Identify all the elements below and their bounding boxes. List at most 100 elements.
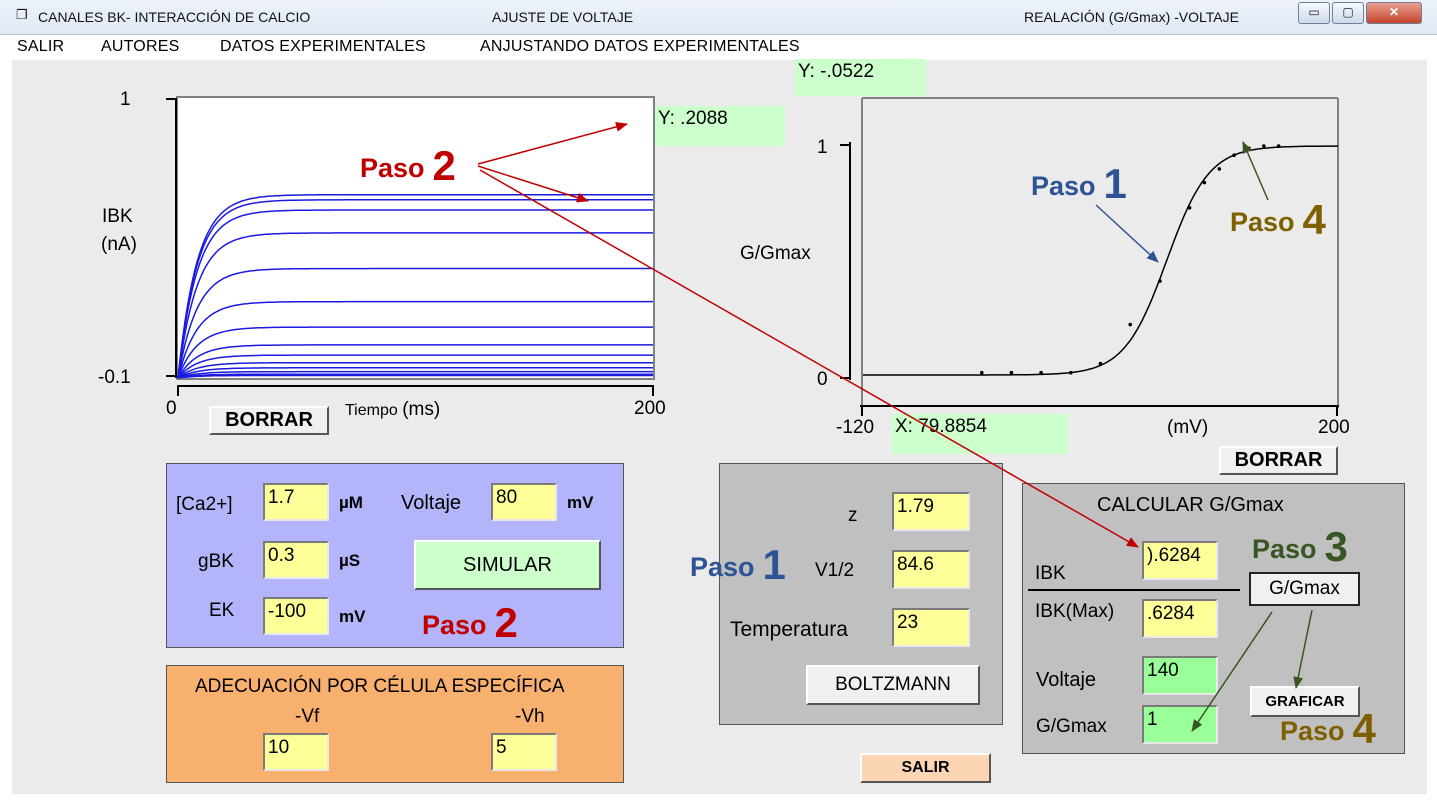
current-plot-frame <box>176 96 655 380</box>
paso2-top-num: 2 <box>432 142 456 189</box>
menu-ajustando-datos[interactable]: ANJUSTANDO DATOS EXPERIMENTALES <box>480 38 800 55</box>
gbk-input[interactable]: 0.3 <box>263 541 329 579</box>
z-input[interactable]: 1.79 <box>892 492 970 531</box>
gbk-unit: µS <box>339 551 361 570</box>
data-point-8 <box>1202 180 1207 185</box>
current-ylabel-unit: (nA) <box>101 234 137 255</box>
data-point-11 <box>1247 146 1251 151</box>
gv-plot <box>861 97 1339 408</box>
exit-button[interactable]: SALIR <box>860 753 991 783</box>
current-plot <box>176 96 655 380</box>
calc-voltage-label: Voltaje <box>1036 669 1097 691</box>
paso1-plot-word: Paso <box>1031 171 1096 201</box>
v-half-input[interactable]: 84.6 <box>892 550 970 589</box>
current-y-axis <box>166 98 177 378</box>
gv-xmax-label: 200 <box>1318 417 1350 438</box>
boltzmann-button[interactable]: BOLTZMANN <box>806 665 980 705</box>
data-point-10 <box>1232 153 1236 157</box>
calcium-label: [Ca2+] <box>176 494 233 515</box>
vf-input[interactable]: 10 <box>263 733 329 771</box>
ibk-label: IBK <box>1035 563 1066 584</box>
paso2-box-word: Paso <box>422 610 487 640</box>
cell-adjustment-title: ADECUACIÓN POR CÉLULA ESPECÍFICA <box>195 676 565 697</box>
calc-voltage-input[interactable]: 140 <box>1142 656 1218 695</box>
current-x-axis <box>177 385 654 396</box>
data-point-3 <box>1069 370 1073 375</box>
paso1-plot-num: 1 <box>1103 160 1127 207</box>
fraction-line <box>1028 589 1240 591</box>
vh-label: -Vh <box>515 706 545 727</box>
window-titlebar: ❐ CANALES BK- INTERACCIÓN DE CALCIO AJUS… <box>0 0 1437 35</box>
calcium-input[interactable]: 1.7 <box>263 483 329 521</box>
data-point-0 <box>980 370 984 375</box>
menu-autores[interactable]: AUTORES <box>101 38 180 55</box>
menu-salir[interactable]: SALIR <box>17 38 65 55</box>
ggmax-button[interactable]: G/Gmax <box>1249 572 1360 606</box>
ibk-max-input[interactable]: .6284 <box>1142 599 1218 638</box>
ibk-input[interactable]: ).6284 <box>1142 541 1218 580</box>
current-ymin-label: -0.1 <box>98 367 131 388</box>
v-half-label: V1/2 <box>815 560 855 581</box>
gv-cursor-x-readout: X: 79.8854 <box>892 414 1068 454</box>
data-point-6 <box>1158 279 1162 283</box>
window-subtitle-right: REALACIÓN (G/Gmax) -VOLTAJE <box>1024 9 1239 25</box>
calc-ggmax-input[interactable]: 1 <box>1142 705 1218 744</box>
maximize-button[interactable]: ▢ <box>1332 2 1364 24</box>
z-label: z <box>848 505 858 526</box>
temperature-label: Temperatura <box>730 618 848 641</box>
paso4-bottom-num: 4 <box>1352 705 1376 752</box>
ek-label: EK <box>209 600 235 621</box>
paso4-bottom-word: Paso <box>1280 716 1345 746</box>
calc-ggmax-label: G/Gmax <box>1036 716 1107 737</box>
gv-cursor-y-readout: Y: -.0522 <box>795 59 926 96</box>
data-point-9 <box>1217 167 1222 171</box>
vh-input[interactable]: 5 <box>491 733 557 771</box>
minimize-button[interactable]: ▭ <box>1298 2 1330 24</box>
gbk-label: gBK <box>198 551 234 572</box>
paso3-num: 3 <box>1324 523 1348 570</box>
data-point-5 <box>1128 322 1132 327</box>
calcium-unit: µM <box>339 493 363 512</box>
ek-input[interactable]: -100 <box>263 597 329 635</box>
gv-ymin-label: 0 <box>817 369 828 390</box>
window-title: CANALES BK- INTERACCIÓN DE CALCIO <box>38 9 311 25</box>
gv-xunit: (mV) <box>1167 417 1209 438</box>
simulate-button[interactable]: SIMULAR <box>414 540 601 590</box>
ek-unit: mV <box>339 607 366 626</box>
paso3-word: Paso <box>1252 534 1317 564</box>
gv-y-axis <box>840 142 851 380</box>
calc-ggmax-title: CALCULAR G/Gmax <box>1097 494 1284 516</box>
paso1-box-num: 1 <box>762 541 786 588</box>
close-button[interactable]: ✕ <box>1366 2 1422 24</box>
data-point-1 <box>1009 370 1014 375</box>
data-point-4 <box>1098 361 1103 366</box>
window-subtitle-center: AJUSTE DE VOLTAJE <box>492 9 634 25</box>
voltage-input[interactable]: 80 <box>491 483 557 521</box>
paso2-box-num: 2 <box>494 599 518 646</box>
paso4-plot-num: 4 <box>1302 196 1326 243</box>
gv-erase-button[interactable]: BORRAR <box>1219 446 1338 475</box>
voltage-unit: mV <box>567 493 594 512</box>
data-point-12 <box>1262 144 1266 148</box>
paso1-box-word: Paso <box>690 552 755 582</box>
temperature-input[interactable]: 23 <box>892 608 970 647</box>
data-point-7 <box>1187 206 1192 210</box>
current-xmax-label: 200 <box>634 398 666 419</box>
current-xlabel-unit: (ms) <box>402 399 441 420</box>
current-cursor-readout: Y: .2088 <box>655 106 785 146</box>
gv-ylabel: G/Gmax <box>740 243 811 264</box>
menu-bar: SALIR AUTORES DATOS EXPERIMENTALES ANJUS… <box>0 35 1437 59</box>
current-erase-button[interactable]: BORRAR <box>209 406 329 435</box>
paso4-plot-word: Paso <box>1230 207 1295 237</box>
menu-datos-experimentales[interactable]: DATOS EXPERIMENTALES <box>220 38 426 55</box>
ibk-max-label: IBK(Max) <box>1035 601 1115 622</box>
data-point-13 <box>1276 144 1281 148</box>
data-point-2 <box>1039 370 1043 375</box>
gv-ymax-label: 1 <box>817 137 828 158</box>
